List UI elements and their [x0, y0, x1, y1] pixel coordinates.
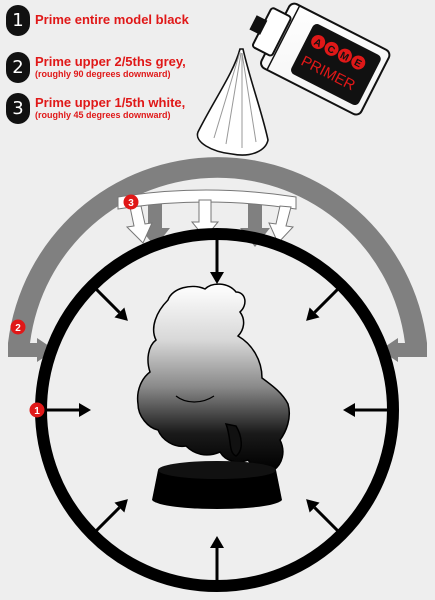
- step-2-number: 2: [6, 52, 30, 83]
- step-1-text: Prime entire model black: [35, 12, 189, 27]
- spray-mist-streaks: [213, 51, 257, 148]
- miniature-base: [152, 461, 282, 509]
- marker-grey: 2: [10, 319, 26, 335]
- step-3-number: 3: [6, 93, 30, 124]
- miniature-model: [136, 283, 291, 472]
- step-2: 2 Prime upper 2/5ths grey, (roughly 90 d…: [6, 52, 186, 83]
- step-1: 1 Prime entire model black: [6, 5, 189, 36]
- step-2-text: Prime upper 2/5ths grey,: [35, 54, 186, 69]
- step-2-detail: (roughly 90 degrees downward): [35, 69, 171, 79]
- spray-can: A C M E PRIMER: [249, 2, 391, 116]
- grey-band: [8, 157, 427, 343]
- acme-logo: A C M E: [311, 35, 366, 70]
- step-3-detail: (roughly 45 degrees downward): [35, 110, 171, 120]
- step-3: 3 Prime upper 1/5th white, (roughly 45 d…: [6, 93, 185, 124]
- marker-white: 3: [123, 194, 139, 210]
- step-1-number: 1: [6, 5, 30, 36]
- acme-letter-a: A: [312, 37, 323, 50]
- black-arrows: [46, 239, 388, 581]
- marker-grey-number: 2: [15, 323, 21, 334]
- marker-white-number: 3: [128, 198, 134, 209]
- acme-letter-c: C: [325, 44, 336, 57]
- marker-black: 1: [29, 402, 45, 418]
- marker-black-number: 1: [34, 406, 40, 417]
- step-3-text: Prime upper 1/5th white,: [35, 95, 186, 110]
- acme-letter-e: E: [352, 57, 363, 70]
